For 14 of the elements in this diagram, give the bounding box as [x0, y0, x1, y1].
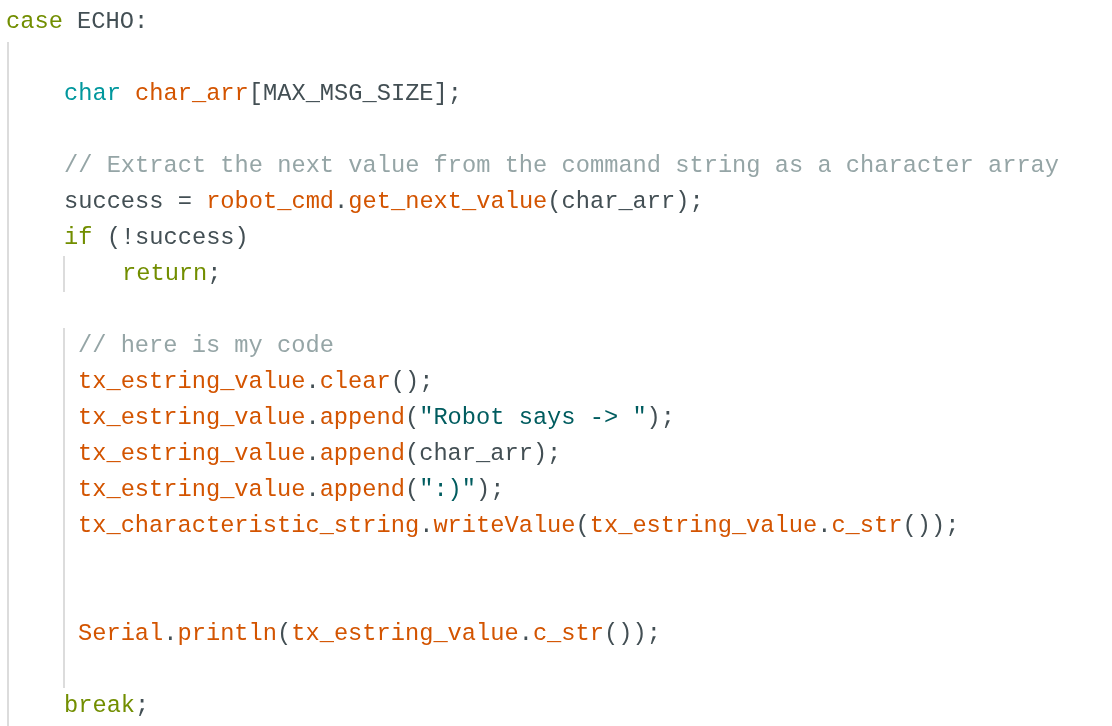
code-line: case ECHO:	[6, 7, 149, 37]
code-line: tx_characteristic_string.writeValue(tx_estring_value.c_str());	[78, 511, 960, 541]
code-line: break;	[64, 691, 150, 721]
code-line: tx_estring_value.append(char_arr);	[78, 439, 562, 469]
code-line: Serial.println(tx_estring_value.c_str());	[78, 619, 661, 649]
code-line: tx_estring_value.append("Robot says -> ");	[78, 403, 676, 433]
code-line: tx_estring_value.append(":)");	[78, 475, 505, 505]
code-line: success = robot_cmd.get_next_value(char_arr);	[64, 187, 704, 217]
code-line: tx_estring_value.clear();	[78, 367, 434, 397]
code-line: if (!success)	[64, 223, 249, 253]
code-line: // Extract the next value from the command string as a character array	[64, 151, 1060, 181]
code-line: char char_arr[MAX_MSG_SIZE];	[64, 79, 463, 109]
code-line: // here is my code	[78, 331, 334, 361]
code-line: return;	[122, 259, 222, 289]
